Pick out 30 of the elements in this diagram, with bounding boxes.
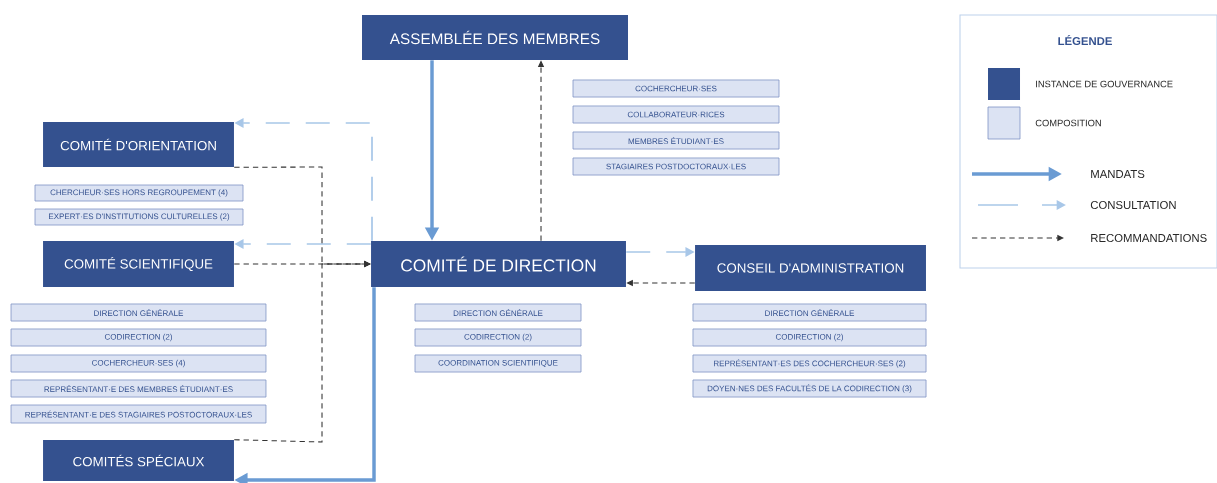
governance-box: COMITÉS SPÉCIAUX bbox=[43, 439, 234, 482]
composition-box: CODIRECTION (2) bbox=[414, 328, 582, 347]
composition-box: EXPERT·ES D'INSTITUTIONS CULTURELLES (2) bbox=[34, 208, 244, 226]
composition-box: DIRECTION GÉNÉRALE bbox=[414, 303, 582, 322]
legend-title: LÉGENDE bbox=[1058, 34, 1112, 46]
composition-box: DOYEN·NES DES FACULTÉS DE LA CODIRECTION (3) bbox=[692, 379, 927, 398]
composition-box: MEMBRES ÉTUDIANT·ES bbox=[572, 131, 780, 150]
legend-label: CONSULTATION bbox=[1090, 201, 1176, 209]
composition-box: COCHERCHEUR·SES bbox=[572, 79, 780, 98]
governance-box: ASSEMBLÉE DES MEMBRES bbox=[362, 14, 628, 61]
composition-box: DIRECTION GÉNÉRALE bbox=[10, 303, 267, 322]
governance-box: COMITÉ SCIENTIFIQUE bbox=[43, 241, 234, 287]
composition-box: REPRÉSENTANT·E DES MEMBRES ÉTUDIANT·ES bbox=[10, 379, 267, 398]
composition-box: CODIRECTION (2) bbox=[692, 328, 927, 347]
legend-label: RECOMMANDATIONS bbox=[1091, 234, 1207, 242]
governance-box: CONSEIL D'ADMINISTRATION bbox=[695, 245, 926, 291]
composition-box: STAGIAIRES POSTDOCTORAUX·LES bbox=[572, 157, 780, 176]
governance-box: COMITÉ DE DIRECTION bbox=[371, 241, 626, 287]
composition-box: REPRÉSENTANT·ES DES COCHERCHEUR·SES (2) bbox=[692, 354, 927, 373]
legend-label: MANDATS bbox=[1091, 170, 1145, 178]
composition-box: COORDINATION SCIENTIFIQUE bbox=[414, 354, 582, 373]
legend-label: INSTANCE DE GOUVERNANCE bbox=[1036, 80, 1173, 88]
composition-box: COCHERCHEUR·SES (4) bbox=[10, 354, 267, 373]
governance-box: COMITÉ D'ORIENTATION bbox=[43, 121, 234, 168]
composition-box: REPRÉSENTANT·E DES STAGIAIRES POSTOCTORAUX·LES bbox=[10, 404, 267, 424]
composition-box: CHERCHEUR·SES HORS REGROUPEMENT (4) bbox=[34, 184, 244, 202]
composition-box: COLLABORATEUR·RICES bbox=[572, 105, 780, 124]
composition-box: DIRECTION GÉNÉRALE bbox=[692, 303, 927, 322]
legend-label: COMPOSITION bbox=[1035, 119, 1101, 127]
composition-box: CODIRECTION (2) bbox=[10, 328, 267, 347]
